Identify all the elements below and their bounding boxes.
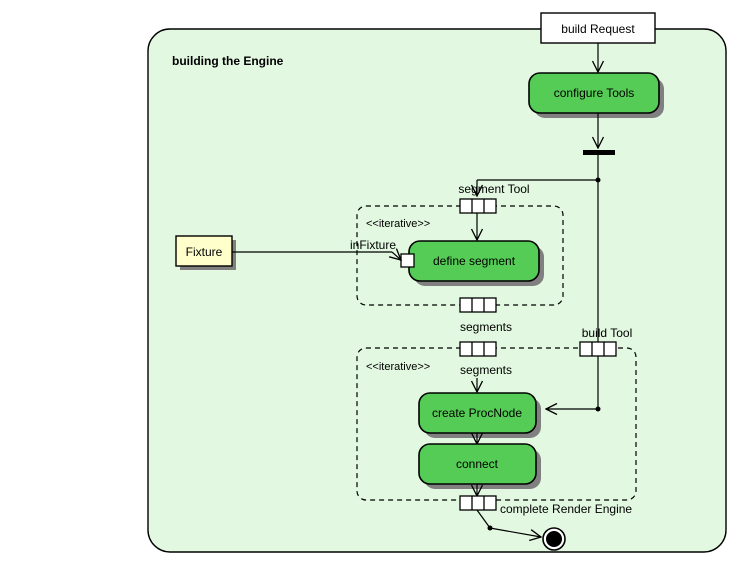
activity-partition: building the Engine	[147, 28, 727, 553]
fork-branch-junction	[595, 177, 601, 183]
define-segment-label: define segment	[433, 254, 516, 268]
build-request-label: build Request	[561, 22, 635, 36]
expansion-pin-segments-out[interactable]	[459, 297, 497, 313]
upper-region-stereotype: <<iterative>>	[366, 218, 430, 230]
define-segment-input-pin[interactable]	[400, 253, 415, 268]
segments-out-pin-box[interactable]	[459, 297, 497, 313]
configure-tools-box[interactable]	[528, 72, 660, 114]
edge-fixture-to-definesegment-tip	[392, 252, 401, 260]
expansion-pin-segments-in[interactable]	[459, 341, 497, 357]
activity-final-node[interactable]	[542, 527, 566, 551]
expansion-pin-segment-tool[interactable]	[459, 198, 497, 214]
fork-bar	[583, 150, 615, 155]
accept-event-build-request[interactable]: build Request	[540, 12, 656, 44]
partition-frame	[147, 28, 727, 553]
segment-tool-pin-label: segment Tool	[458, 182, 529, 196]
fixture-box[interactable]	[175, 235, 233, 267]
object-node-fixture[interactable]: Fixture	[175, 235, 236, 270]
edge-to-final-node	[489, 527, 541, 537]
lower-region-stereotype: <<iterative>>	[366, 361, 430, 373]
final-node-core	[546, 531, 562, 547]
configure-tools-label: configure Tools	[554, 86, 635, 100]
segments-in-pin-box[interactable]	[459, 341, 497, 357]
segments-in-pin-label: segments	[460, 363, 512, 377]
action-connect[interactable]: connect	[418, 443, 541, 489]
complete-render-engine-pin-label: complete Render Engine	[500, 502, 632, 516]
action-configure-tools[interactable]: configure Tools	[528, 72, 664, 118]
build-tool-pin-box[interactable]	[579, 341, 617, 357]
segment-tool-pin-box[interactable]	[459, 198, 497, 214]
edge-label-infixture: inFixture	[350, 238, 396, 252]
segments-out-pin-label: segments	[460, 320, 512, 334]
build-tool-pin-label: build Tool	[582, 326, 632, 340]
connect-label: connect	[456, 457, 499, 471]
action-create-procnode[interactable]: create ProcNode	[418, 392, 541, 438]
complete-render-engine-pin-box[interactable]	[459, 495, 497, 511]
create-procnode-label: create ProcNode	[432, 406, 522, 420]
partition-title: building the Engine	[172, 54, 284, 68]
edge-completepin-elbow	[476, 509, 491, 529]
build-request-box[interactable]	[540, 12, 656, 44]
expansion-pin-build-tool[interactable]	[579, 341, 617, 357]
action-define-segment[interactable]: define segment	[408, 240, 544, 286]
expansion-pin-complete-render-engine[interactable]	[459, 495, 497, 511]
fixture-label: Fixture	[186, 245, 223, 259]
